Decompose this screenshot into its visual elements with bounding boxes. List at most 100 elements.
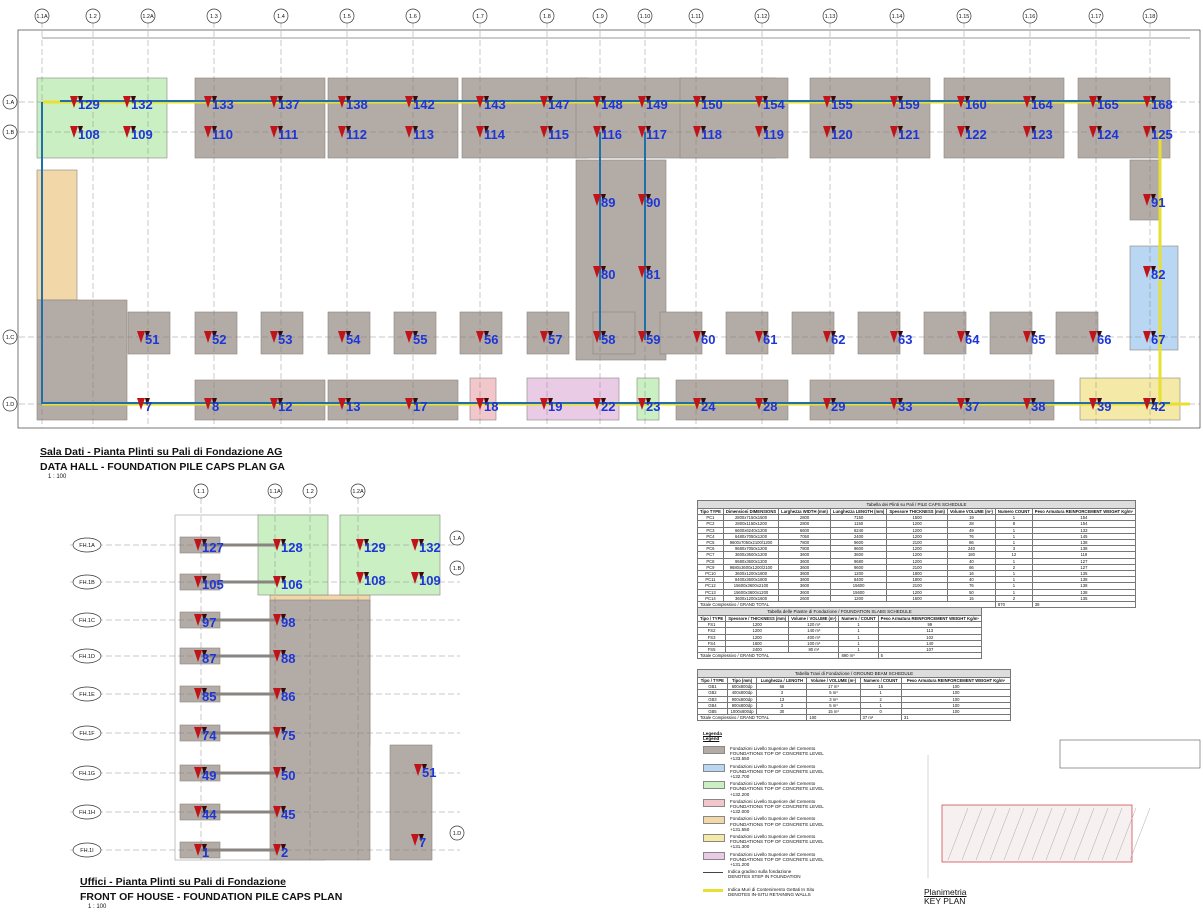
pile-cap-schedule-cell: 15 bbox=[946, 594, 996, 603]
slab-schedule-header-4: Peso Armatura REINFORCEMENT WEIGHT Kg/m³ bbox=[877, 614, 982, 623]
grid-bubble-col-1.17-label: 1.17 bbox=[1091, 14, 1102, 20]
pile-cap-schedule-cell: 1200 bbox=[829, 570, 888, 578]
pile-cap-schedule-cell: 6480x7050x1200 bbox=[722, 532, 780, 541]
key-plan-hatch-line-10 bbox=[1087, 807, 1109, 861]
pile-61-marker bbox=[755, 331, 763, 343]
slab-schedule-cell: FS2 bbox=[696, 627, 727, 635]
pile-123-marker-shadow bbox=[1031, 126, 1036, 134]
key-plan-hatch-line-9 bbox=[1073, 807, 1095, 861]
office-pile-108-marker-shadow bbox=[364, 572, 369, 580]
pile-7-label: 7 bbox=[145, 399, 152, 414]
pile-138-label: 138 bbox=[346, 97, 368, 112]
office-pile-109-marker bbox=[411, 572, 419, 584]
pile-112-marker-shadow bbox=[346, 126, 351, 134]
pile-cap-schedule-cell: 15600x3600x1200 bbox=[722, 588, 780, 596]
office-grid-bubble-right-1.D-label: 1.D bbox=[453, 831, 462, 837]
pile-65-label: 65 bbox=[1031, 332, 1045, 347]
pile-117-marker bbox=[638, 126, 646, 138]
slab-schedule-cell: 99 bbox=[877, 621, 982, 629]
pile-39-marker-shadow bbox=[1097, 398, 1102, 406]
grid-bubble-col-1.16-label: 1.16 bbox=[1025, 14, 1036, 20]
office-pile-132-label: 132 bbox=[419, 540, 441, 555]
pile-129-marker-shadow bbox=[78, 96, 83, 104]
pile-22-marker bbox=[593, 398, 601, 410]
pile-109-marker-shadow bbox=[131, 126, 136, 134]
slab-schedule-cell: FS5 bbox=[696, 645, 727, 654]
pile-59-marker-shadow bbox=[646, 331, 651, 339]
pile-149-marker-shadow bbox=[646, 96, 651, 104]
pile-125-marker bbox=[1143, 126, 1151, 138]
office-pile-127-marker-shadow bbox=[202, 539, 207, 547]
pile-cap-schedule-cell: 1200 bbox=[829, 594, 888, 603]
pile-cap-schedule-cell: 76 bbox=[946, 532, 996, 541]
key-plan-hatch-line-13 bbox=[1129, 807, 1151, 861]
pile-cap-schedule-cell: 49 bbox=[946, 526, 996, 534]
grid-bubble-col-1.6-label: 1.6 bbox=[409, 14, 417, 20]
pile-148-label: 148 bbox=[601, 97, 623, 112]
office-grid-bubble-row-FH.1A-label: FH.1A bbox=[79, 543, 95, 549]
pile-154-label: 154 bbox=[763, 97, 785, 112]
pile-52-marker-shadow bbox=[212, 331, 217, 339]
pile-108-marker bbox=[70, 126, 78, 138]
office-pile-7-marker bbox=[411, 834, 419, 846]
legend-item: Fondazioni Livello Superiore del Cemento… bbox=[703, 746, 833, 764]
pile-19-marker-shadow bbox=[548, 398, 553, 406]
pile-133-marker-shadow bbox=[212, 96, 217, 104]
pile-143-marker-shadow bbox=[484, 96, 489, 104]
pile-66-marker bbox=[1089, 331, 1097, 343]
grid-bubble-col-1.5 bbox=[339, 8, 355, 24]
pile-38-label: 38 bbox=[1031, 399, 1045, 414]
pile-150-marker-shadow bbox=[701, 96, 706, 104]
legend: Legenda Legend Fondazioni Livello Superi… bbox=[703, 731, 833, 904]
pile-38-marker-shadow bbox=[1031, 398, 1036, 406]
pile-113-marker-shadow bbox=[413, 126, 418, 134]
legend-text: Indica Muri di Contenimento Gettati In S… bbox=[728, 887, 814, 897]
pile-cap-schedule-header-3: Lunghezza LENGTH (mm) bbox=[829, 507, 888, 516]
key-plan-hatch-line-12 bbox=[1115, 807, 1137, 861]
pile-cap-c-11 bbox=[857, 311, 901, 355]
pile-62-marker-shadow bbox=[831, 331, 836, 339]
pile-cap-schedule-cell: 240 bbox=[946, 545, 996, 553]
grid-bubble-row-1.D-label: 1.D bbox=[6, 402, 15, 408]
office-pile-50-marker bbox=[273, 767, 281, 779]
pile-109-marker bbox=[123, 126, 131, 138]
slab-schedule-cell: 140 m³ bbox=[788, 627, 840, 635]
office-pile-128-marker bbox=[273, 539, 281, 551]
pile-164-marker-shadow bbox=[1031, 96, 1036, 104]
office-grid-bubble-right-1.B-label: 1.B bbox=[453, 566, 462, 572]
office-plan-title-it: Uffici - Pianta Plinti su Pali di Fondaz… bbox=[80, 876, 286, 888]
pile-cap-schedule-cell: 154 bbox=[1031, 514, 1137, 522]
office-pile-45-marker bbox=[273, 806, 281, 818]
pile-17-label: 17 bbox=[413, 399, 427, 414]
slab-schedule-cell: 102 bbox=[877, 633, 982, 641]
slab-schedule-header-3: Numero / COUNT bbox=[838, 614, 879, 623]
slab-schedule-cell: 107 bbox=[877, 645, 982, 654]
office-grid-bubble-col-1.1A-label: 1.1A bbox=[269, 489, 281, 495]
pile-33-marker bbox=[890, 398, 898, 410]
office-pile-132-marker-shadow bbox=[419, 539, 424, 547]
grid-bubble-col-1.2A bbox=[140, 8, 156, 24]
grid-bubble-col-1.18-label: 1.18 bbox=[1145, 14, 1156, 20]
pile-148-marker-shadow bbox=[601, 96, 606, 104]
pile-121-marker bbox=[890, 126, 898, 138]
office-pile-51-marker bbox=[414, 764, 422, 776]
office-grid-bubble-col-1.2-label: 1.2 bbox=[306, 489, 314, 495]
office-pile-97-label: 97 bbox=[202, 615, 216, 630]
office-grid-bubble-row-FH.1E bbox=[72, 686, 102, 702]
grid-bubble-col-1.3-label: 1.3 bbox=[210, 14, 218, 20]
pile-122-marker-shadow bbox=[965, 126, 970, 134]
slab-schedule-cell: 120 m³ bbox=[788, 621, 840, 629]
pile-cap-schedule-cell: 15600 bbox=[829, 582, 888, 590]
beam-schedule-cell: 100 bbox=[900, 701, 1012, 710]
legend-text: Fondazioni Livello Superiore del Cemento… bbox=[730, 852, 833, 868]
grid-bubble-col-1.2-label: 1.2 bbox=[89, 14, 97, 20]
office-pile-75-marker-shadow bbox=[281, 727, 286, 735]
office-pile-98-marker-shadow bbox=[281, 614, 286, 622]
